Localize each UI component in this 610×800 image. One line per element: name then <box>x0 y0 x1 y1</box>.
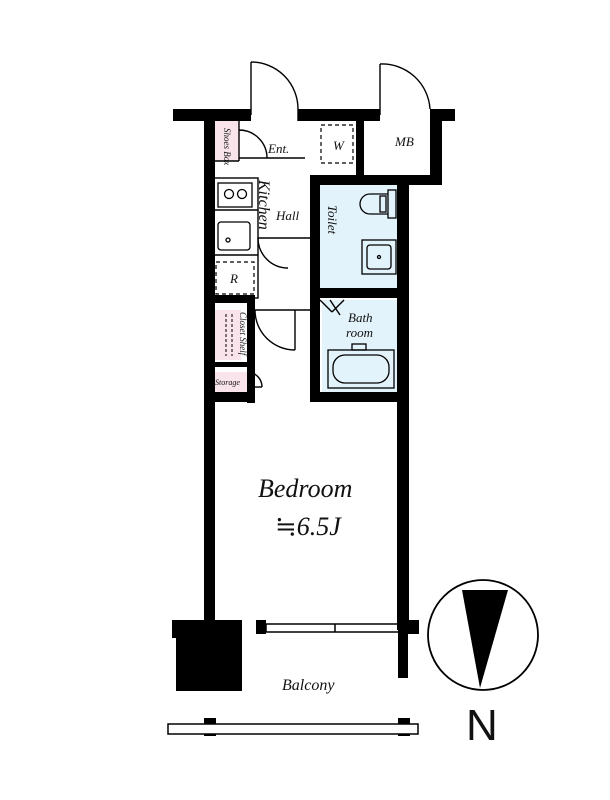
refrigerator-label: R <box>229 271 238 286</box>
balcony-label: Balcony <box>282 677 335 694</box>
shoes-box-label: Shoes Box <box>222 128 232 165</box>
sliding-window <box>265 623 406 633</box>
closet-area <box>213 310 241 360</box>
compass-icon <box>427 579 539 691</box>
interior-lines <box>212 121 345 388</box>
washbasin-icon <box>361 239 397 275</box>
balcony-rail <box>167 723 419 735</box>
storage-label: Storage <box>215 378 240 387</box>
toilet-label: Toilet <box>325 205 340 235</box>
bedroom-label: Bedroom <box>258 474 352 503</box>
storage-area <box>213 372 247 394</box>
walls <box>172 109 455 736</box>
closet-shelf-lines <box>225 314 233 356</box>
bathtub-icon <box>327 343 395 389</box>
shoes-box-area <box>213 121 239 161</box>
toilet-area <box>320 183 398 288</box>
entrance-label: Ent. <box>267 141 289 156</box>
hall-label: Hall <box>275 208 300 223</box>
bathroom-label-1: Bath <box>348 310 373 325</box>
bedroom-size-label: ≒6.5J <box>275 512 342 541</box>
stove-icon <box>217 182 253 208</box>
sink-icon <box>217 221 251 251</box>
closet-shelf-label: Closet Shelf <box>238 312 248 357</box>
toilet-icon <box>359 189 397 219</box>
bathroom-label-2: room <box>346 325 373 340</box>
north-label: N <box>466 701 498 750</box>
w-label: W <box>333 138 345 153</box>
mb-door <box>379 63 431 115</box>
washer-space <box>320 124 354 164</box>
entrance-door <box>250 61 299 121</box>
kitchen-label: Kitchen <box>255 179 272 230</box>
mb-label: MB <box>394 134 414 149</box>
